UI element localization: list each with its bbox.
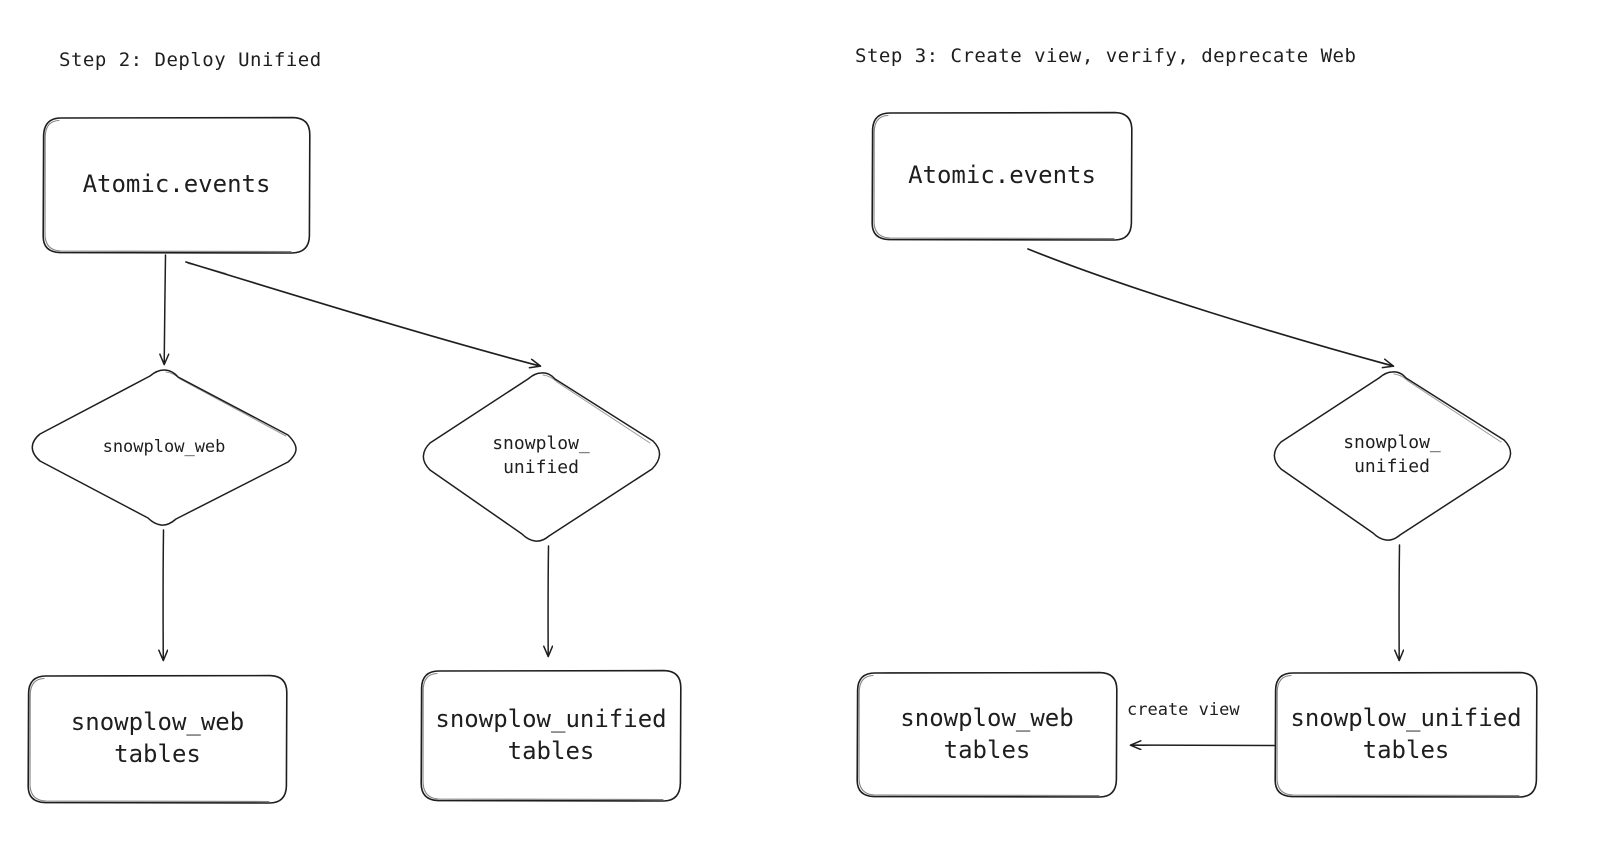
node-snowplow-web-tables-left[interactable] xyxy=(27,674,288,804)
node-snowplow-unified-model-left[interactable] xyxy=(422,372,661,542)
node-atomic-events-right[interactable] xyxy=(871,111,1133,241)
edge-atomic-to-unified-right xyxy=(1027,248,1393,366)
node-snowplow-unified-model-right[interactable] xyxy=(1273,371,1512,541)
node-snowplow-web-model-left[interactable] xyxy=(31,369,297,526)
node-snowplow-unified-tables-right[interactable] xyxy=(1274,671,1538,798)
panel-title-step-3: Step 3: Create view, verify, deprecate W… xyxy=(855,45,1357,67)
panel-title-step-2: Step 2: Deploy Unified xyxy=(59,49,322,71)
edge-atomic-to-web-left xyxy=(164,254,165,364)
node-snowplow-web-tables-right[interactable] xyxy=(856,671,1118,798)
node-snowplow-unified-tables-left[interactable] xyxy=(420,669,682,802)
edge-atomic-to-unified-left xyxy=(185,261,540,366)
node-atomic-events-left[interactable] xyxy=(42,116,311,254)
edge-label-create-view: create view xyxy=(1124,700,1243,720)
